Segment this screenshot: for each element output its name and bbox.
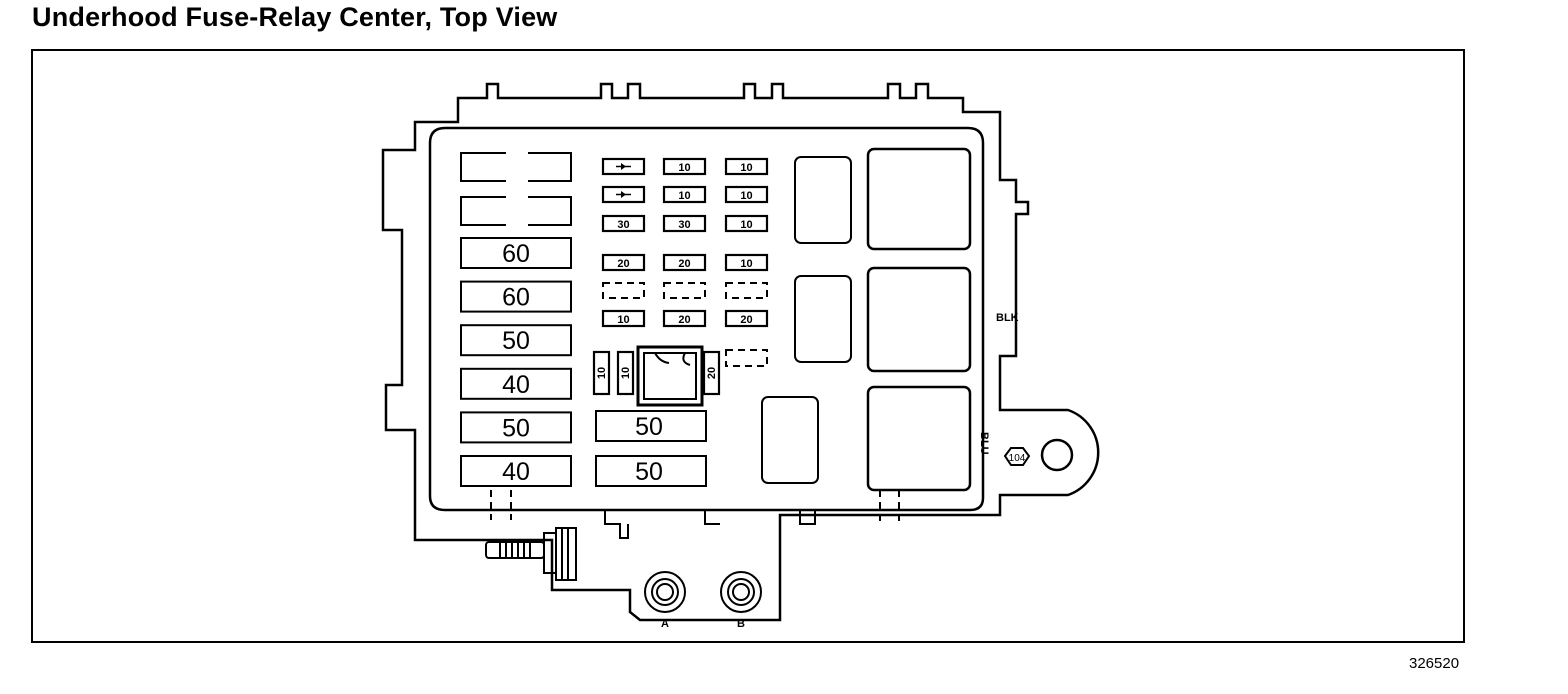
terminal-b-label: B <box>737 618 745 630</box>
large-fuse-right-1-rating: 50 <box>635 413 663 441</box>
mini-fuse-r2c1 <box>601 185 646 204</box>
battery-stud <box>485 527 577 581</box>
large-fuse-right-2-rating: 50 <box>635 458 663 486</box>
mini-fuse-r5c1 <box>601 309 646 328</box>
vertical-fuse-3-rating: 20 <box>706 367 718 379</box>
terminal-a-label: A <box>661 618 669 630</box>
mini-fuse-r1c1 <box>601 157 646 176</box>
mini-fuse-r2c3 <box>724 185 769 204</box>
large-fuse-left-1-rating: 60 <box>502 240 530 268</box>
large-fuse-left-2 <box>460 280 572 313</box>
large-fuse-right-2 <box>595 455 707 487</box>
mini-fuse-r4c3-rating: 10 <box>740 258 752 270</box>
relay-large-3 <box>866 385 972 492</box>
mini-fuse-r2c3-rating: 10 <box>740 190 752 202</box>
relay-small-3 <box>761 396 819 484</box>
terminal-b <box>720 571 762 613</box>
large-fuse-left-4 <box>460 367 572 400</box>
housing-outline <box>381 82 1100 622</box>
page-title: Underhood Fuse-Relay Center, Top View <box>32 2 558 32</box>
mini-fuse-r5c2 <box>662 309 707 328</box>
relay-slot-2 <box>460 196 572 226</box>
mini-fuse-r4c2-rating: 20 <box>678 258 690 270</box>
large-fuse-left-2-rating: 60 <box>502 284 530 312</box>
relay-small-2 <box>794 275 852 363</box>
mini-fuse-r1c3 <box>724 157 769 176</box>
large-fuse-column-left: 60 60 50 40 50 40 <box>460 237 572 487</box>
mini-fuse-r4c2 <box>662 253 707 272</box>
large-fuse-left-1 <box>460 237 572 269</box>
mini-fuse-r1c2-rating: 10 <box>678 162 690 174</box>
diode-arrow-icon <box>621 163 626 170</box>
figure-number: 326520 <box>1409 655 1460 672</box>
blu-connector-label: BLU <box>978 432 990 455</box>
mini-fuse-r3c1-rating: 30 <box>617 219 629 231</box>
mini-fuse-r4c1 <box>601 253 646 272</box>
vertical-fuse-1 <box>592 350 611 396</box>
mini-fuse-r3c1 <box>601 214 646 233</box>
mini-fuse-r1c3-rating: 10 <box>740 162 752 174</box>
vertical-fuse-group: 10 10 20 <box>592 350 721 396</box>
terminal-a <box>644 571 686 613</box>
diagram-frame <box>31 49 1465 643</box>
ground-ref-symbol <box>1003 447 1031 466</box>
mini-fuse-r1c2 <box>662 157 707 176</box>
mini-fuse-r5c3-rating: 20 <box>740 314 752 326</box>
center-relay-inner <box>643 352 697 400</box>
large-fuse-left-5 <box>460 411 572 444</box>
diode-arrow-icon <box>621 191 626 198</box>
mini-fuse-r4c3 <box>724 253 769 272</box>
large-fuse-right-1 <box>595 410 707 442</box>
large-fuse-left-6-rating: 40 <box>502 458 530 486</box>
mounting-hole <box>1040 438 1074 472</box>
blk-connector-label: BLK <box>996 312 1019 324</box>
mini-fuse-r5c2-rating: 20 <box>678 314 690 326</box>
large-fuse-left-3 <box>460 324 572 357</box>
ground-ref-label: 104 <box>1009 453 1026 464</box>
mini-fuse-r3c3-rating: 10 <box>740 219 752 231</box>
vertical-fuse-1-rating: 10 <box>596 367 608 379</box>
housing-inner-outline <box>428 126 985 512</box>
relay-small-1 <box>794 156 852 244</box>
mini-fuse-r4c1-rating: 20 <box>617 258 629 270</box>
relay-large-1 <box>866 147 972 251</box>
relay-slot-1 <box>460 152 572 182</box>
mini-fuse-r2c2-rating: 10 <box>678 190 690 202</box>
mini-fuse-r3c2 <box>662 214 707 233</box>
large-fuse-left-4-rating: 40 <box>502 371 530 399</box>
large-fuse-left-5-rating: 50 <box>502 414 530 442</box>
large-fuse-column-right: 50 50 <box>595 410 707 487</box>
large-fuse-left-3-rating: 50 <box>502 327 530 355</box>
large-fuse-left-6 <box>460 455 572 487</box>
empty-fuse-slots <box>490 282 900 526</box>
mini-fuse-grid: 10 10 10 10 30 30 10 20 20 10 10 20 20 <box>601 157 769 328</box>
vertical-fuse-2-rating: 10 <box>620 367 632 379</box>
mini-fuse-r2c2 <box>662 185 707 204</box>
mini-fuse-r3c3 <box>724 214 769 233</box>
mini-fuse-r5c1-rating: 10 <box>617 314 629 326</box>
relay-large-2 <box>866 266 972 373</box>
mini-fuse-r5c3 <box>724 309 769 328</box>
mini-fuse-r3c2-rating: 30 <box>678 219 690 231</box>
vertical-fuse-2 <box>616 350 635 396</box>
center-relay-outer <box>636 345 704 407</box>
vertical-fuse-3 <box>702 350 721 396</box>
